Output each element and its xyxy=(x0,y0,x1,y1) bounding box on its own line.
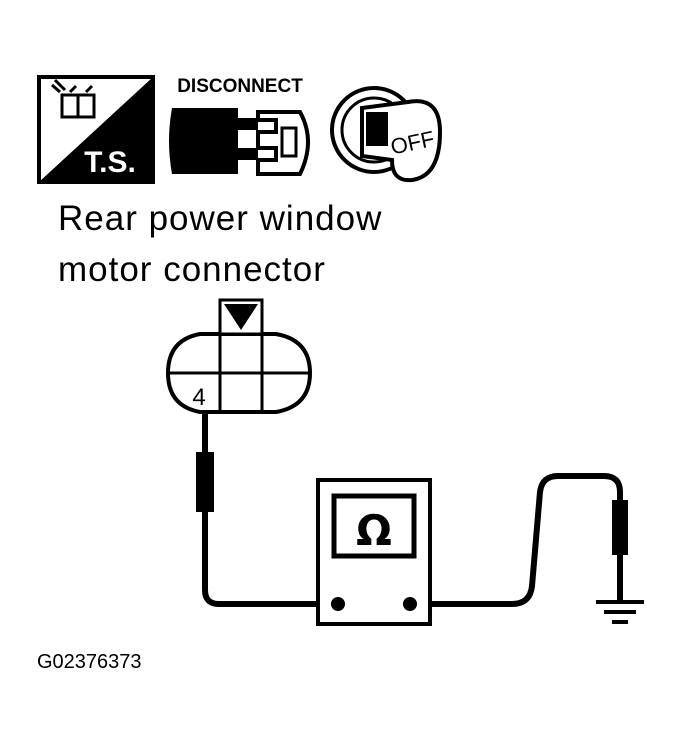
probe-sketch-icon xyxy=(51,78,96,119)
motor-connector: 4 xyxy=(165,298,313,414)
ts-test-icon: T.S. xyxy=(37,75,155,184)
connector-title-line2: motor connector xyxy=(58,250,326,289)
meter-terminal-right xyxy=(403,597,417,611)
test-leads xyxy=(202,412,623,607)
ground-icon xyxy=(596,600,644,624)
connector-title-line1: Rear power window xyxy=(58,199,383,238)
ts-label: T.S. xyxy=(84,146,136,179)
ignition-off-icon: OFF xyxy=(330,86,443,183)
right-test-lead xyxy=(410,473,623,607)
figure-id: G02376373 xyxy=(37,651,142,673)
terminal-number: 4 xyxy=(192,384,205,411)
ohm-symbol: Ω xyxy=(356,506,392,555)
disconnect-icon: DISCONNECT xyxy=(169,76,310,176)
disconnect-label: DISCONNECT xyxy=(177,76,303,97)
left-test-lead xyxy=(202,412,338,607)
left-probe xyxy=(196,452,214,512)
right-probe xyxy=(612,500,628,555)
ohmmeter: Ω xyxy=(316,478,432,626)
connector-lock-tab xyxy=(224,304,258,330)
meter-terminal-left xyxy=(331,597,345,611)
connector-half-left-icon xyxy=(169,108,258,174)
